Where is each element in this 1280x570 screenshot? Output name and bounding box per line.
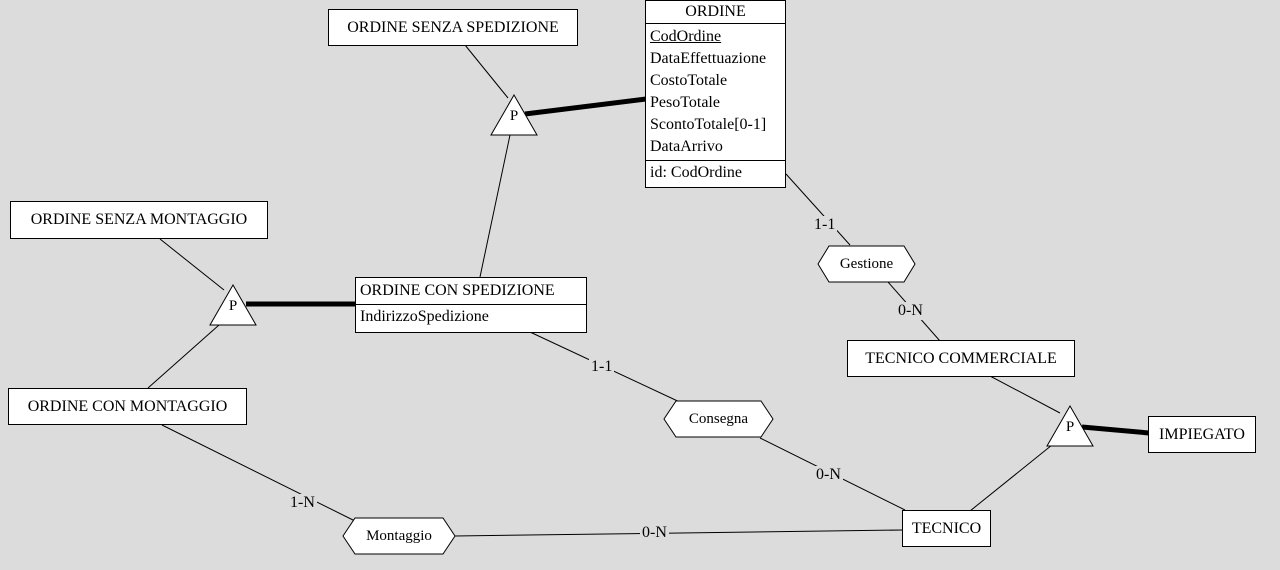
entity-title: TECNICO COMMERCIALE: [865, 349, 1057, 367]
cardinality-gestione-tecnico-commerciale: 0-N: [896, 302, 925, 320]
hexagon-shape: [817, 245, 916, 283]
cardinality-montaggio-ordine-con-montaggio: 1-N: [288, 494, 317, 512]
entity-title: ORDINE SENZA SPEDIZIONE: [347, 18, 559, 36]
generalization-label: P: [509, 108, 519, 124]
attribute: DataArrivo: [650, 138, 723, 155]
generalization-label: P: [228, 298, 238, 314]
entity-tecnico-commerciale[interactable]: TECNICO COMMERCIALE: [847, 340, 1075, 377]
attribute-list: IndirizzoSpedizione: [356, 304, 586, 332]
isa-link-tecnico-commerciale: [989, 375, 1061, 414]
entity-ordine-con-spedizione[interactable]: ORDINE CON SPEDIZIONE IndirizzoSpedizion…: [355, 277, 587, 333]
relationship-label: Montaggio: [366, 527, 432, 544]
entity-ordine-con-montaggio[interactable]: ORDINE CON MONTAGGIO: [8, 388, 247, 425]
hexagon-shape: [342, 517, 456, 555]
generalization-label: P: [1065, 419, 1075, 435]
cardinality-montaggio-tecnico: 0-N: [640, 524, 669, 542]
attribute-list: CodOrdine DataEffettuazione CostoTotale …: [646, 23, 785, 160]
attribute: PesoTotale: [650, 94, 720, 111]
triangle-icon: [1046, 405, 1094, 447]
entity-impiegato[interactable]: IMPIEGATO: [1148, 416, 1256, 453]
isa-link-ordine: [524, 96, 647, 117]
isa-link-tecnico: [969, 444, 1053, 512]
montaggio-link-ordine-con-montaggio: [161, 424, 358, 523]
isa-link-ordine-senza-spedizione: [464, 44, 509, 99]
attribute: CostoTotale: [650, 72, 728, 89]
relationship-label: Consegna: [688, 410, 749, 427]
isa-link-ordine-con-spedizione: [479, 134, 511, 278]
gestione-link-ordine: [785, 173, 851, 246]
entity-title: IMPIEGATO: [1159, 425, 1245, 443]
attribute: DataEffettuazione: [650, 50, 767, 67]
isa-link-impiegato: [1081, 424, 1150, 436]
generalization-ordine-montaggio[interactable]: P: [209, 284, 257, 326]
entity-title: ORDINE: [685, 3, 746, 20]
entity-ordine[interactable]: ORDINE CodOrdine DataEffettuazione Costo…: [645, 0, 786, 188]
entity-title: ORDINE CON SPEDIZIONE: [360, 282, 555, 299]
attribute: ScontoTotale[0-1]: [650, 116, 767, 133]
isa-link-ordine-con-montaggio: [147, 324, 220, 389]
attribute-primary-key: CodOrdine: [650, 28, 722, 45]
entity-title: TECNICO: [911, 519, 982, 537]
identifier: id: CodOrdine: [646, 160, 785, 187]
entity-title: ORDINE CON MONTAGGIO: [27, 397, 228, 415]
generalization-impiegato[interactable]: P: [1046, 405, 1094, 447]
generalization-ordine-spedizione[interactable]: P: [490, 94, 538, 136]
relationship-montaggio[interactable]: Montaggio: [342, 517, 456, 555]
cardinality-consegna-ordine-con-spedizione: 1-1: [589, 358, 615, 376]
cardinality-consegna-tecnico: 0-N: [814, 466, 843, 484]
entity-ordine-senza-montaggio[interactable]: ORDINE SENZA MONTAGGIO: [10, 201, 268, 239]
entity-title: ORDINE SENZA MONTAGGIO: [30, 211, 248, 228]
isa-link-ordine-senza-montaggio: [159, 238, 225, 291]
entity-tecnico[interactable]: TECNICO: [902, 510, 991, 547]
relationship-gestione[interactable]: Gestione: [817, 245, 916, 283]
relationship-label: Gestione: [839, 255, 894, 272]
montaggio-link-tecnico: [454, 529, 904, 537]
relationship-consegna[interactable]: Consegna: [663, 400, 774, 438]
triangle-icon: [490, 94, 538, 136]
entity-ordine-senza-spedizione[interactable]: ORDINE SENZA SPEDIZIONE: [328, 9, 578, 46]
hexagon-shape: [663, 400, 774, 438]
cardinality-gestione-ordine: 1-1: [812, 216, 838, 234]
attribute: IndirizzoSpedizione: [360, 308, 489, 325]
triangle-icon: [209, 284, 257, 326]
